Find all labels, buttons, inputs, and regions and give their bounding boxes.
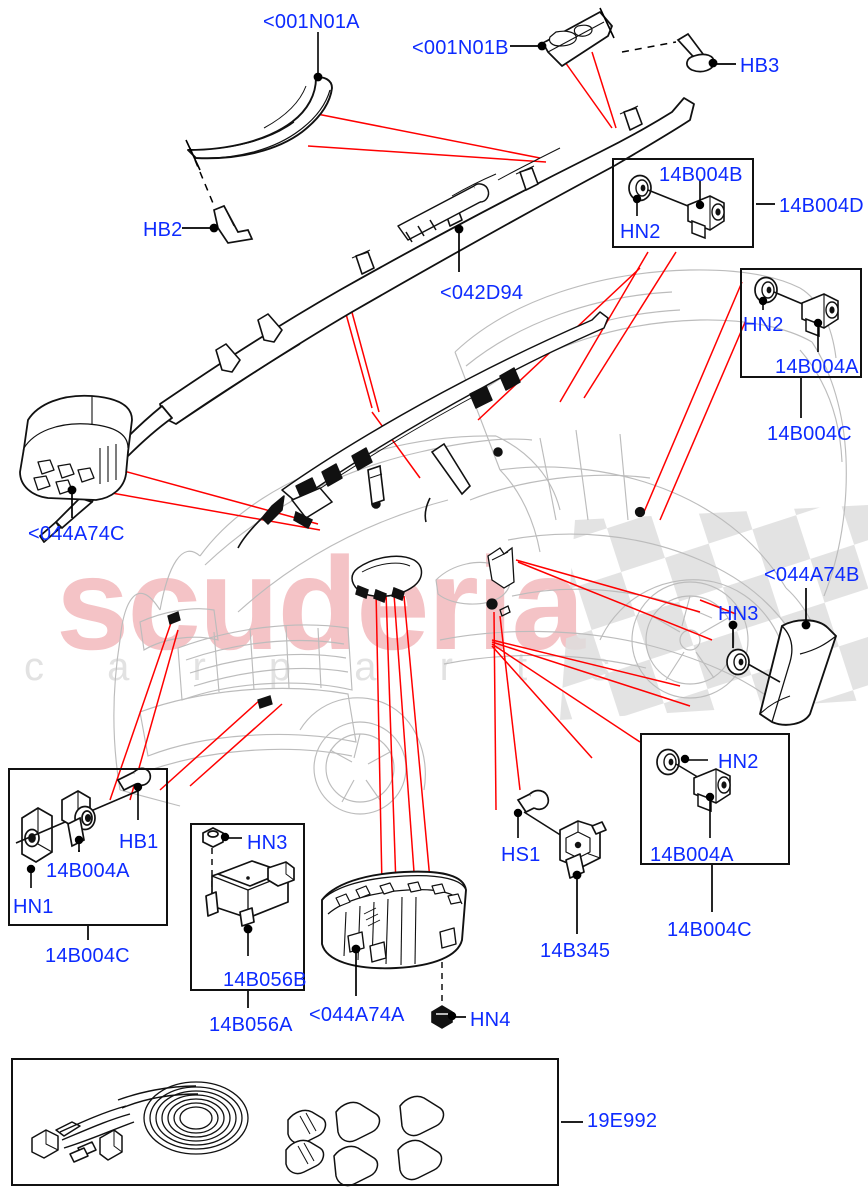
- leader-HN4: [447, 1011, 466, 1021]
- part-HN3-grommet-rear: [726, 648, 781, 683]
- part-label-HN2-a[interactable]: HN2: [620, 221, 661, 243]
- checkered-flag-watermark: [560, 505, 868, 720]
- callout-box-19E992: [11, 1058, 559, 1186]
- leader-001N01A: [313, 32, 323, 82]
- leader-044A74A: [351, 944, 361, 996]
- part-label-HN3-a[interactable]: HN3: [718, 603, 759, 625]
- leader-044A74B: [801, 588, 811, 630]
- part-044A74C-driver-airbag: [19, 394, 133, 501]
- part-044A74A-passenger-airbag: [321, 870, 467, 970]
- part-label-HB2[interactable]: HB2: [143, 219, 183, 241]
- passenger-airbag-installed: [351, 555, 423, 604]
- part-label-14B056B[interactable]: 14B056B: [223, 969, 307, 991]
- callout-box-14B004C-lower-left: [8, 768, 168, 926]
- part-14B004D-contents: [628, 174, 725, 239]
- part-HB2-bolt: [213, 204, 254, 244]
- part-label-14B004C-b[interactable]: 14B004C: [667, 919, 752, 941]
- part-label-19E992[interactable]: 19E992: [587, 1110, 658, 1132]
- part-label-14B004D[interactable]: 14B004D: [779, 195, 864, 217]
- leader-042D94: [454, 224, 464, 272]
- callout-box-14B004D: [612, 158, 754, 248]
- part-label-HS1[interactable]: HS1: [501, 844, 541, 866]
- part-label-HN2-c[interactable]: HN2: [718, 751, 759, 773]
- part-14B004C-upper-contents: [754, 276, 839, 418]
- callout-box-14B004C-upper-right: [740, 268, 862, 378]
- leader-044A74C: [67, 485, 77, 518]
- part-14B004C-lower-left-contents: [15, 767, 152, 940]
- part-label-HN1[interactable]: HN1: [13, 896, 54, 918]
- leader-HB2: [182, 223, 219, 233]
- part-label-14B004A-b[interactable]: 14B004A: [650, 844, 734, 866]
- part-label-14B056A[interactable]: 14B056A: [209, 1014, 293, 1036]
- dashed-line-HB3: [621, 41, 677, 53]
- part-label-HN2-b[interactable]: HN2: [743, 314, 784, 336]
- leader-14B004B: [695, 180, 705, 210]
- part-label-HN4[interactable]: HN4: [470, 1009, 511, 1031]
- part-HB3-bolt: [676, 32, 715, 73]
- part-label-044A74A[interactable]: <044A74A: [309, 1004, 405, 1026]
- part-19E992-wiring-kit: [31, 1081, 445, 1187]
- part-label-14B004A-a[interactable]: 14B004A: [775, 356, 859, 378]
- part-label-HN3-b[interactable]: HN3: [247, 832, 288, 854]
- installed-sensor-marks: [167, 506, 646, 709]
- part-label-14B004B[interactable]: 14B004B: [659, 164, 743, 186]
- part-001N01A: [187, 76, 333, 160]
- dashed-line-HB2: [189, 147, 216, 209]
- part-label-14B345[interactable]: 14B345: [540, 940, 611, 962]
- part-label-044A74B[interactable]: <044A74B: [764, 564, 860, 586]
- part-14B004C-lower-right-contents: [656, 748, 731, 912]
- part-14B345-sensor: [559, 820, 607, 879]
- part-label-14B004C-a[interactable]: 14B004C: [767, 423, 852, 445]
- part-HN4-nut: [431, 1005, 453, 1029]
- installed-wiper-arm: [424, 442, 472, 523]
- part-14B056A-contents: [202, 827, 295, 1008]
- part-044A74B-rear-side-airbag: [759, 619, 837, 726]
- part-label-14B004A-c[interactable]: 14B004A: [46, 860, 130, 882]
- part-label-HB3[interactable]: HB3: [740, 55, 780, 77]
- leader-HB3: [708, 58, 736, 68]
- leader-HS1: [513, 808, 523, 838]
- part-label-001N01A[interactable]: <001N01A: [263, 11, 360, 33]
- part-label-HB1[interactable]: HB1: [119, 831, 159, 853]
- installed-side-part: [367, 464, 385, 506]
- leader-001N01B: [510, 41, 547, 51]
- callout-box-14B056A: [190, 823, 305, 991]
- leader-14B056B: [243, 924, 253, 956]
- part-label-042D94[interactable]: <042D94: [440, 282, 524, 304]
- leader-14B345: [572, 870, 582, 934]
- part-HS1-screw: [516, 789, 550, 814]
- leader-HN2-upper: [632, 194, 642, 216]
- airbag-installed-front: [290, 487, 334, 530]
- curtain-airbag-installed: [237, 311, 609, 549]
- leader-HN3-rear: [728, 620, 738, 648]
- leader-HN3-module: [220, 832, 242, 842]
- part-label-14B004C-c[interactable]: 14B004C: [45, 945, 130, 967]
- part-label-001N01B[interactable]: <001N01B: [412, 37, 509, 59]
- part-label-044A74C[interactable]: <044A74C: [28, 523, 125, 545]
- callout-box-14B004C-lower-right: [640, 733, 790, 865]
- part-001N01B: [542, 11, 613, 67]
